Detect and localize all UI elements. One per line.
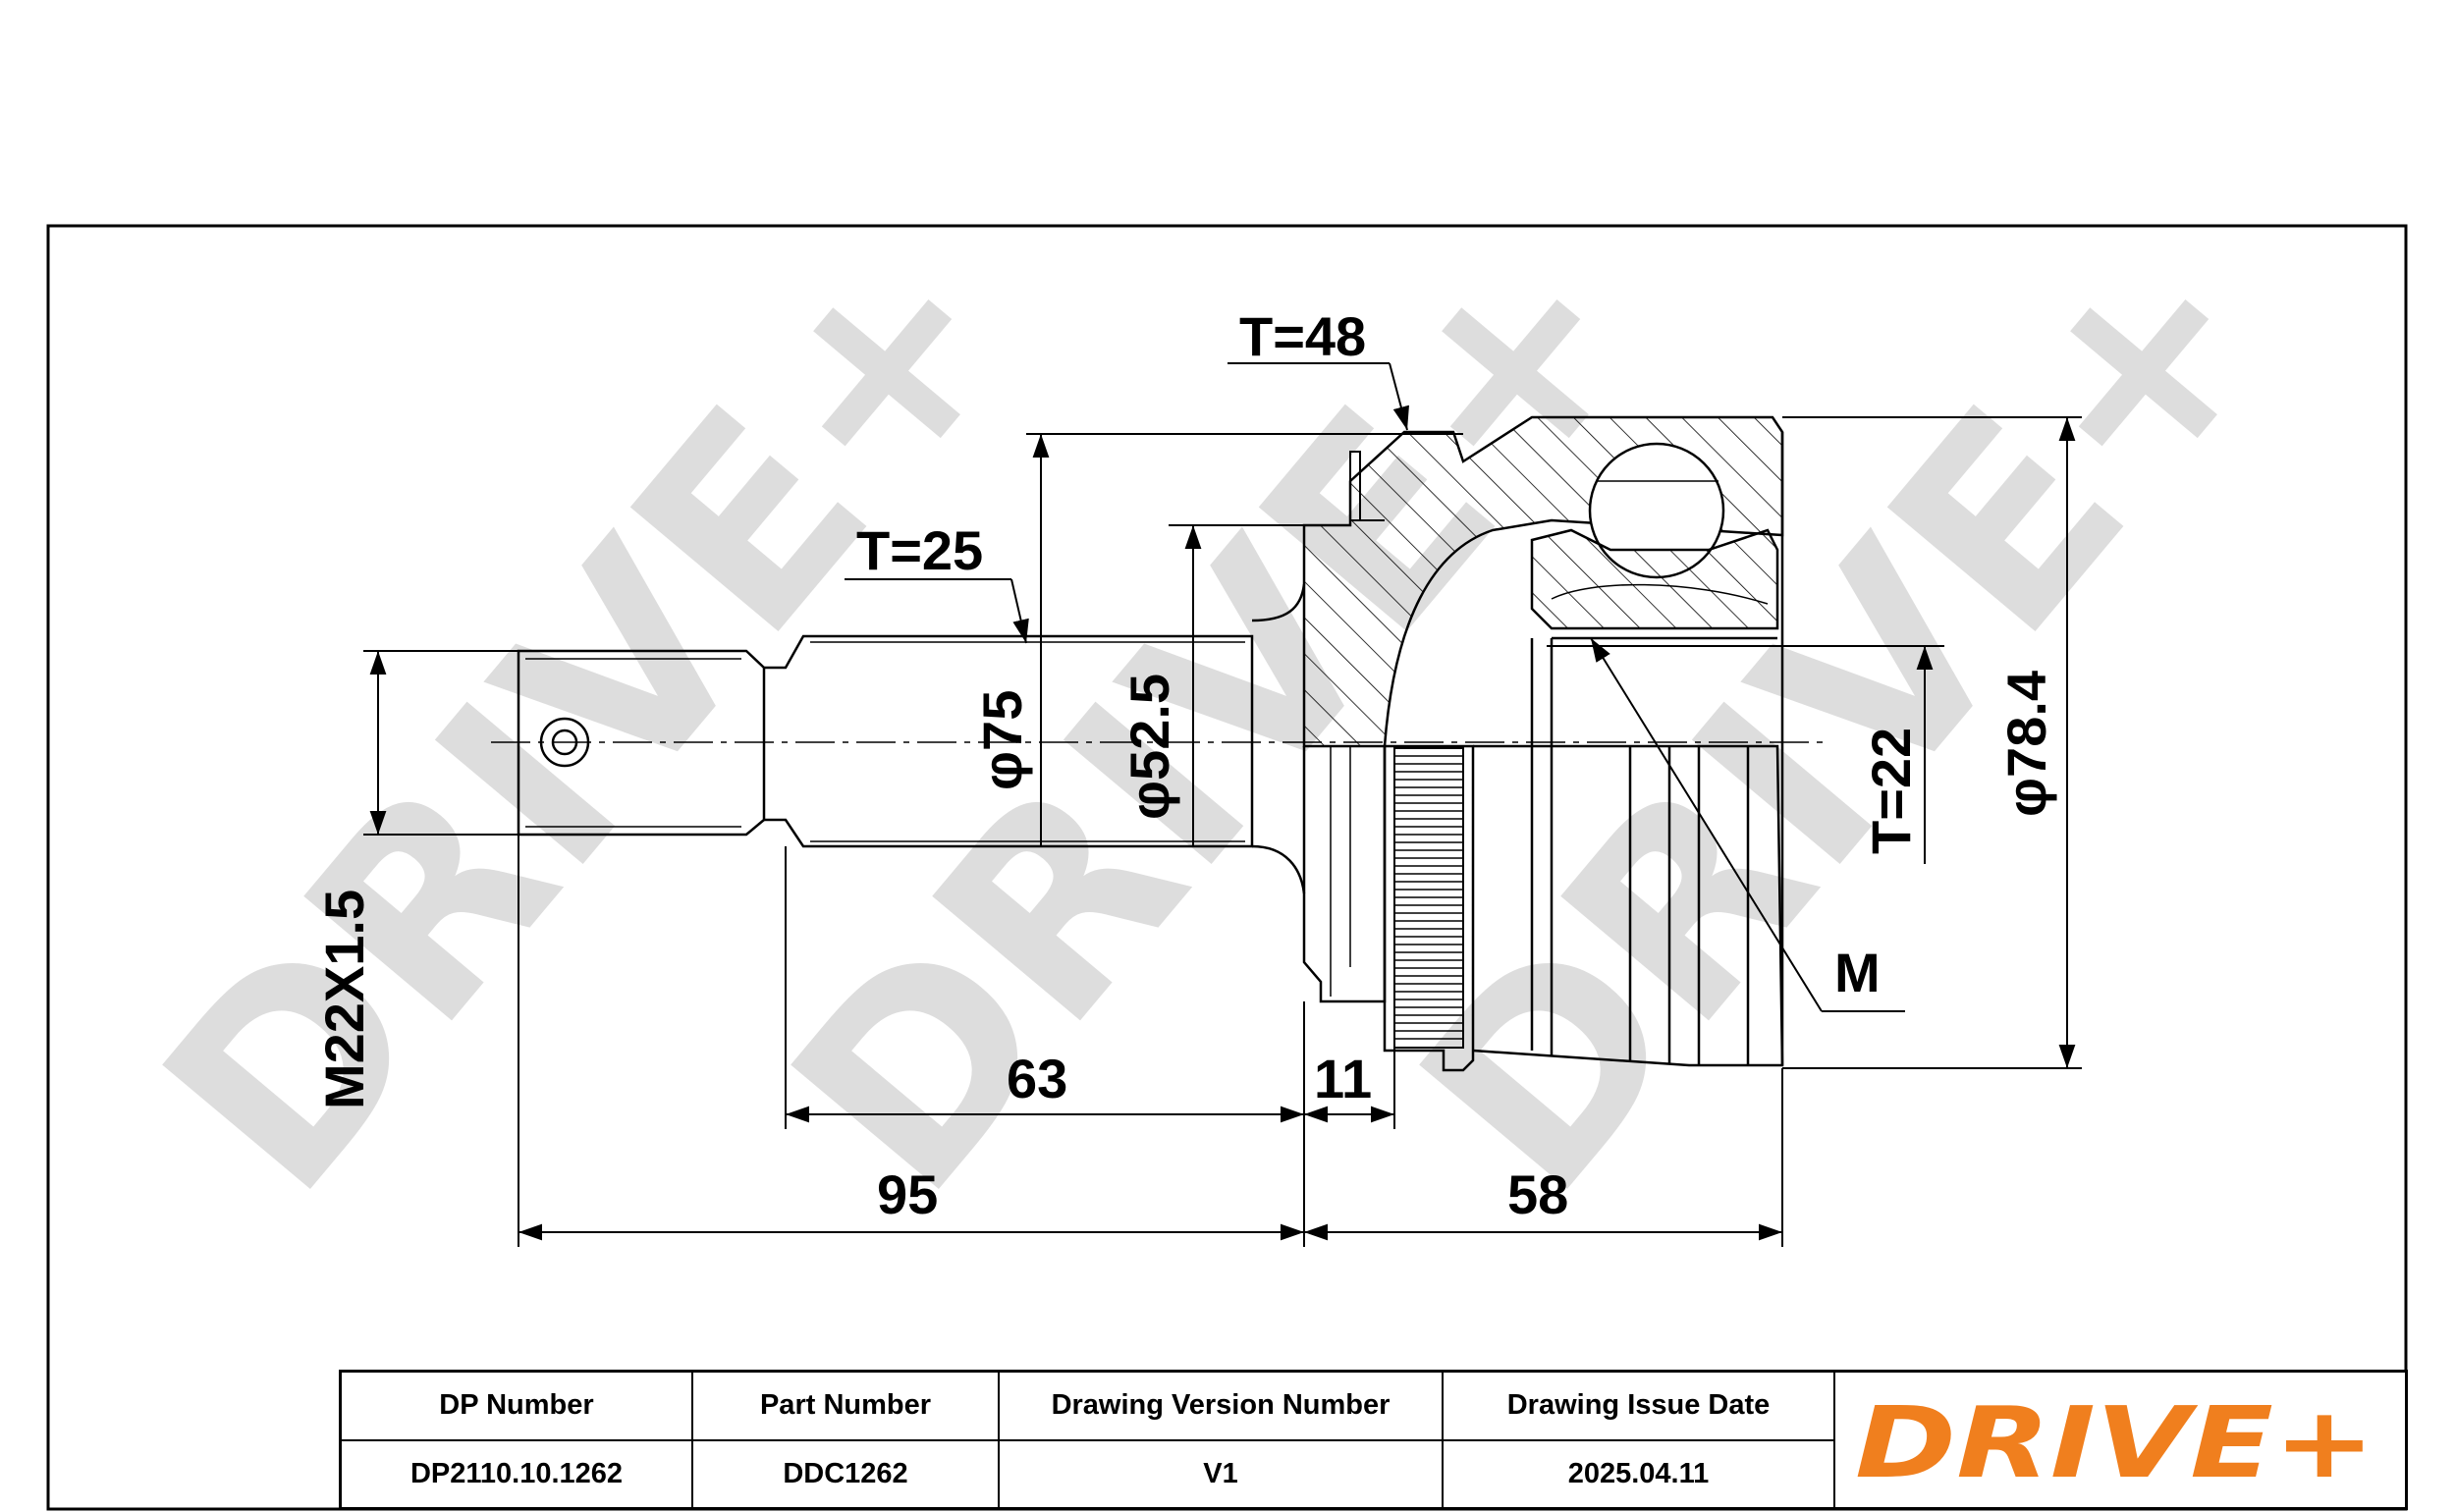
dim-t22: T=22: [1860, 728, 1922, 854]
drive-plus-logo: DRIVE+: [1855, 1386, 2375, 1494]
drawing-version-column: Drawing Version Number V1: [1000, 1373, 1444, 1507]
dim-63: 63: [1007, 1048, 1067, 1109]
dp-number-header: DP Number: [342, 1373, 691, 1441]
issue-date-header: Drawing Issue Date: [1444, 1373, 1833, 1441]
watermark-group: DRIVE+ DRIVE+ DRIVE+: [106, 183, 2327, 1248]
dp-number-value: DP2110.10.1262: [409, 1457, 624, 1489]
circlip: [1349, 451, 1385, 521]
title-block: DP Number DP2110.10.1262 Part Number DDC…: [339, 1370, 2408, 1510]
drawing-version-header: Drawing Version Number: [1000, 1373, 1442, 1441]
dim-t48: T=48: [1239, 305, 1366, 367]
dimension-lines: [363, 362, 2082, 1247]
joint-body: [1302, 432, 1784, 1072]
drawing-version-value: V1: [1203, 1457, 1238, 1489]
ball-cage: [1530, 442, 1779, 640]
dp-number-column: DP Number DP2110.10.1262: [342, 1373, 693, 1507]
threaded-stub: [517, 634, 1254, 848]
dim-11: 11: [1314, 1048, 1372, 1109]
part-number-value: DDC1262: [783, 1457, 908, 1489]
dim-phi75: φ75: [971, 690, 1033, 790]
dim-thread: M22X1.5: [313, 890, 375, 1109]
dim-phi78-4: φ78.4: [1995, 671, 2057, 817]
logo-text: DRIVE+: [1855, 1386, 2375, 1494]
dim-m: M: [1834, 942, 1881, 1003]
dim-95: 95: [877, 1163, 938, 1225]
dim-58: 58: [1507, 1163, 1568, 1225]
dim-t25: T=25: [856, 519, 983, 581]
issue-date-column: Drawing Issue Date 2025.04.11: [1444, 1373, 1835, 1507]
dim-phi52-5: φ52.5: [1118, 674, 1180, 820]
logo-cell: DRIVE+: [1835, 1373, 2405, 1507]
issue-date-value: 2025.04.11: [1567, 1457, 1710, 1489]
part-number-column: Part Number DDC1262: [693, 1373, 1000, 1507]
part-number-header: Part Number: [693, 1373, 998, 1441]
abs-ring: [1393, 747, 1464, 1049]
